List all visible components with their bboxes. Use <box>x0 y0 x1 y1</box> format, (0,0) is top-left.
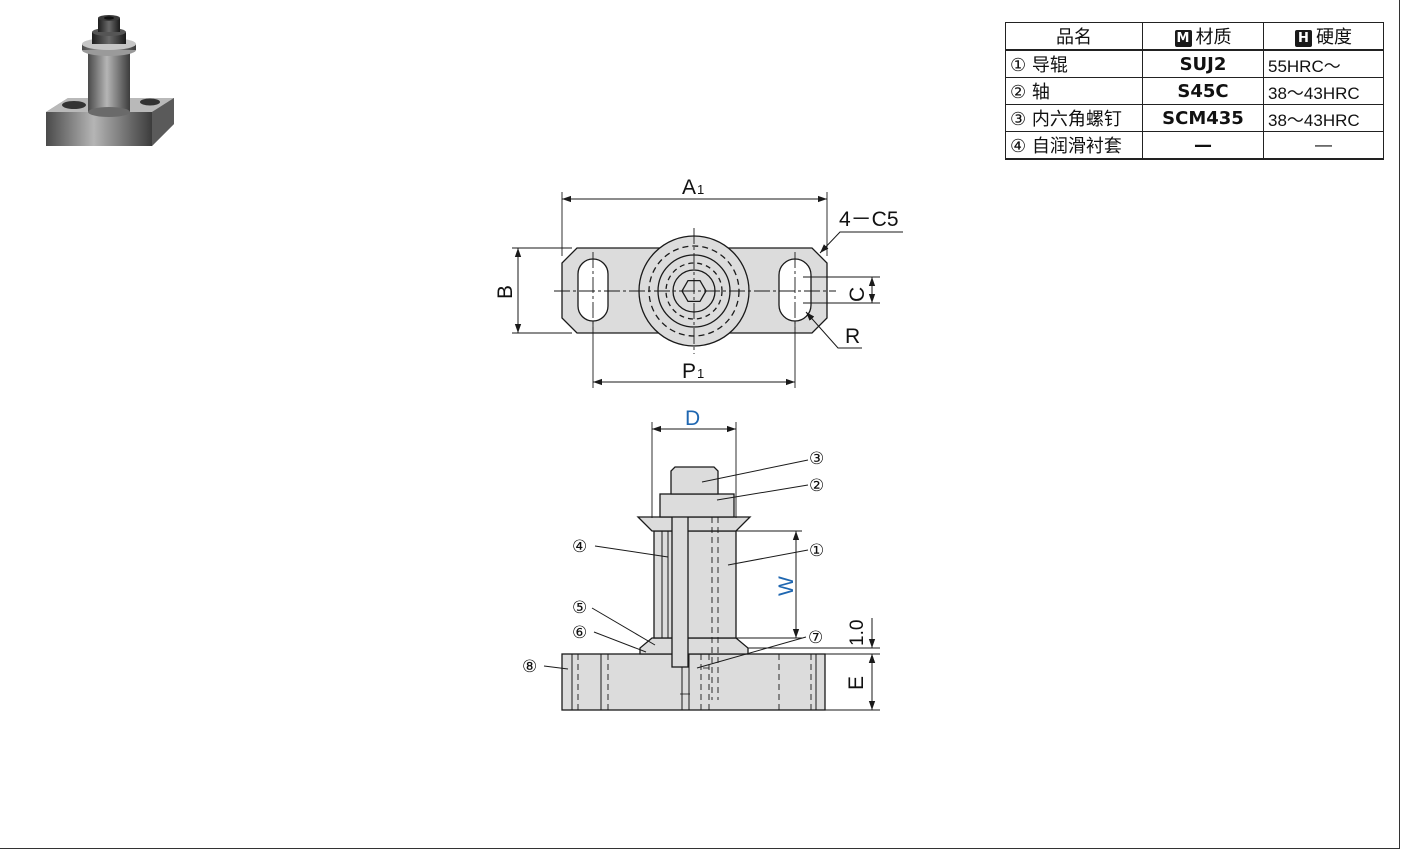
callout-2: ② <box>809 476 824 496</box>
callout-1: ① <box>809 541 824 561</box>
header-hardness-label: 硬度 <box>1316 27 1352 48</box>
header-material-label: 材质 <box>1195 27 1232 48</box>
screw-head <box>670 466 719 495</box>
dim-gap-label: 1.0 <box>847 620 868 646</box>
callout-5: ⑤ <box>572 598 587 618</box>
side-view-labels: D W 1.0 E ③ ② ① ④ ⑤ ⑥ ⑦ ⑧ <box>522 407 868 690</box>
upper-flange <box>636 516 752 532</box>
dim-d-label: D <box>685 407 700 430</box>
table-row: ① 导辊 SUJ2 55HRC～ <box>1005 49 1384 78</box>
table-row: ④ 自润滑衬套 — — <box>1005 131 1384 160</box>
table-row: ③ 内六角螺钉 SCM435 38～43HRC <box>1005 104 1384 132</box>
row-name: ② 轴 <box>1005 77 1143 105</box>
radius-leader <box>805 311 862 349</box>
row-hardness: 38～43HRC <box>1263 77 1384 105</box>
radius-label: R <box>845 325 860 348</box>
shaft-hidden-lines <box>711 517 719 700</box>
callout-4: ④ <box>572 537 587 557</box>
chamfer-label: 4－C5 <box>839 208 899 231</box>
dim-c-label: C <box>846 287 869 302</box>
roller-body <box>653 530 737 639</box>
top-view <box>512 192 903 388</box>
row-material: S45C <box>1142 77 1264 105</box>
thread-marks <box>680 667 709 695</box>
row-name: ④ 自润滑衬套 <box>1005 131 1143 160</box>
side-extension-lines <box>651 422 880 711</box>
callout-8: ⑧ <box>522 657 537 677</box>
shaft <box>671 504 689 668</box>
row-name: ③ 内六角螺钉 <box>1005 104 1143 132</box>
dim-p1-subscript: 1 <box>697 366 704 381</box>
dim-e-label: E <box>845 676 868 690</box>
side-base-plate <box>561 653 826 711</box>
callout-6: ⑥ <box>572 623 587 643</box>
bushing-hidden-circle <box>665 262 723 320</box>
chamfer-leader <box>819 231 903 254</box>
row-material: SCM435 <box>1142 104 1264 132</box>
hardness-badge: H <box>1295 30 1312 47</box>
row-name: ① 导辊 <box>1005 49 1143 78</box>
callout-3: ③ <box>809 449 824 469</box>
header-name: 品名 <box>1005 22 1143 51</box>
shaft-collar <box>659 493 735 518</box>
dim-a1-label: A <box>682 176 696 199</box>
table-row: ② 轴 S45C 38～43HRC <box>1005 77 1384 105</box>
callout-7: ⑦ <box>808 628 823 648</box>
side-view <box>543 422 880 711</box>
material-badge: M <box>1174 30 1192 47</box>
lower-flange <box>639 637 749 655</box>
top-view-labels: A 1 4－C5 B C R P 1 <box>494 176 899 383</box>
center-lines <box>554 228 836 354</box>
row-material: SUJ2 <box>1142 49 1264 78</box>
dim-b-label: B <box>494 285 517 299</box>
row-hardness: 38～43HRC <box>1263 104 1384 132</box>
dim-w-label: W <box>775 576 798 596</box>
row-hardness: — <box>1263 131 1384 160</box>
row-material: — <box>1142 131 1264 160</box>
product-photo <box>46 15 174 146</box>
dim-a1-subscript: 1 <box>697 182 704 197</box>
dim-p1-label: P <box>682 360 696 383</box>
callout-leaders <box>543 459 809 670</box>
